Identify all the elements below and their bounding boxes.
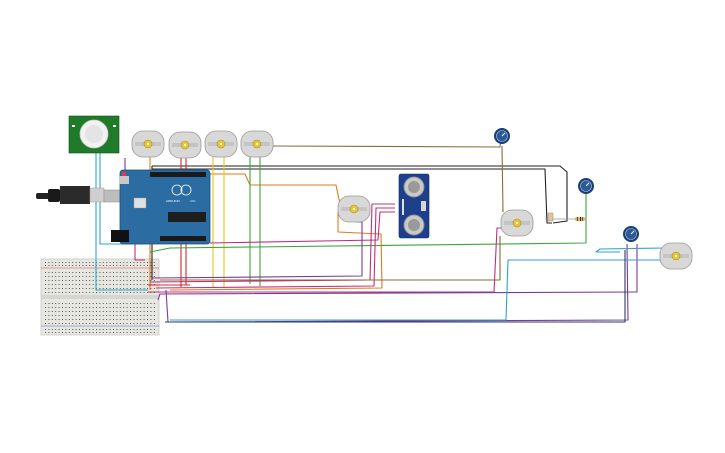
usb-cable[interactable]: [36, 186, 129, 204]
pir-sensor[interactable]: [68, 115, 120, 154]
wire-magenta: [148, 227, 503, 293]
ultrasonic-sensor[interactable]: [398, 173, 430, 239]
resistor[interactable]: [545, 212, 586, 222]
dc-motor[interactable]: [204, 130, 238, 158]
arduino-uno[interactable]: ARDUINO UNO: [111, 169, 211, 245]
arduino-logo-text: ARDUINO: [166, 199, 181, 203]
dc-motor[interactable]: [500, 209, 534, 237]
wire-magenta: [155, 207, 395, 289]
potentiometers: [494, 128, 639, 242]
wire-green: [149, 193, 587, 253]
dc-motor[interactable]: [240, 130, 274, 158]
wire-magenta: [209, 211, 395, 244]
wire-brown: [501, 145, 504, 213]
dc-motor[interactable]: [168, 131, 202, 159]
atmega-chip: [168, 212, 206, 222]
wire-cyan: [595, 247, 666, 253]
breadboard-holes: [45, 262, 155, 333]
wire-magenta: [149, 203, 395, 283]
dc-motor[interactable]: [337, 195, 371, 223]
dc-motor[interactable]: [131, 130, 165, 158]
wire-brown: [269, 137, 502, 148]
wire-cyan: [170, 259, 665, 321]
breadboard[interactable]: [40, 258, 160, 336]
wire-black: [152, 165, 568, 224]
wire-purple: [165, 243, 629, 323]
wire-black: [152, 168, 552, 224]
digital-header: [150, 172, 206, 177]
wire-orange: [169, 212, 383, 291]
potentiometer[interactable]: [494, 128, 510, 144]
arduino-model-text: UNO: [190, 200, 195, 203]
potentiometer[interactable]: [623, 226, 639, 242]
dc-motors: [131, 130, 693, 270]
analog-header: [160, 236, 206, 241]
potentiometer[interactable]: [578, 178, 594, 194]
wire-purple: [157, 244, 638, 301]
wire-navy: [165, 250, 626, 323]
wire-brown: [160, 236, 501, 281]
wire-orange: [210, 173, 341, 205]
dc-motor[interactable]: [659, 242, 693, 270]
reset-button[interactable]: [122, 172, 126, 176]
